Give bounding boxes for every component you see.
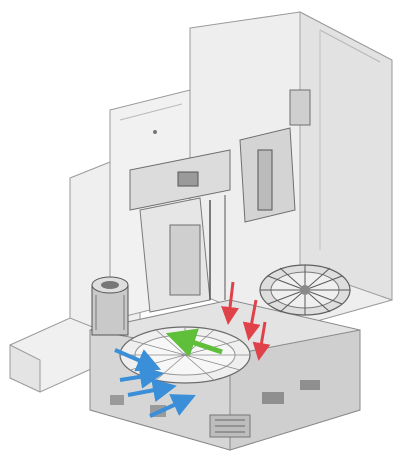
blue-arrow-group bbox=[114, 348, 196, 418]
workpiece-spindle bbox=[91, 276, 129, 336]
gantry-arm bbox=[129, 89, 311, 313]
blue-arrow bbox=[149, 394, 196, 418]
front-door-panel bbox=[9, 317, 101, 393]
rotary-table bbox=[119, 326, 251, 384]
red-arrow-group bbox=[221, 281, 271, 361]
green-arrow-group bbox=[165, 328, 223, 357]
red-arrow bbox=[242, 299, 261, 341]
blue-arrow bbox=[127, 378, 177, 403]
tool-changer-carousel bbox=[259, 264, 351, 316]
red-arrow bbox=[221, 281, 239, 325]
blue-arrow bbox=[114, 348, 162, 372]
red-arrow bbox=[252, 321, 271, 361]
green-arrow bbox=[165, 328, 223, 357]
blue-arrow bbox=[119, 364, 164, 389]
